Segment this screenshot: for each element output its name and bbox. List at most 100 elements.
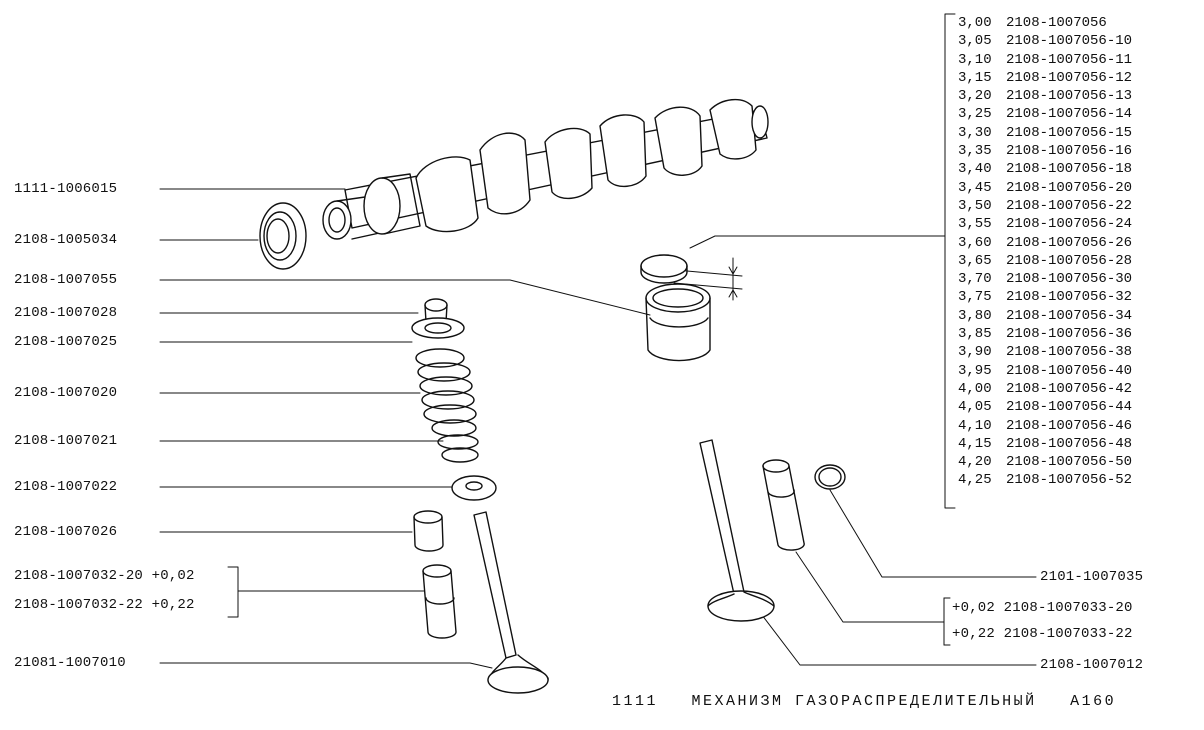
shim-thickness: 3,00 — [958, 15, 992, 31]
part-label-outer-spring: 2108-1007020 — [14, 385, 118, 401]
shim-part-number: 2108-1007056-40 — [1006, 362, 1133, 379]
shim-table-row: 3,80 2108-1007056-34 — [958, 307, 1132, 325]
shim-thickness: 3,65 — [958, 252, 992, 269]
part-label-retaining-ring: 2101-1007035 — [1040, 569, 1144, 585]
part-label-guide-oversize-2: 2108-1007032-22 +0,22 — [14, 597, 195, 613]
shim-part-number: 2108-1007056-34 — [1006, 307, 1133, 324]
shim-table-row: 3,15 2108-1007056-12 — [958, 69, 1132, 87]
shim-part-number: 2108-1007056-16 — [1006, 143, 1133, 160]
shim-table-row: 3,85 2108-1007056-36 — [958, 325, 1132, 343]
shim-thickness: 3,55 — [958, 216, 992, 233]
adjusting-shim — [640, 254, 688, 284]
retaining-ring — [814, 464, 846, 490]
shim-table-row: 3,55 2108-1007056-24 — [958, 215, 1132, 233]
shim-thickness: 4,20 — [958, 454, 992, 471]
shim-part-number: 2108-1007056-44 — [1006, 399, 1133, 416]
shim-thickness: 4,15 — [958, 435, 992, 452]
shim-thickness: 3,05 — [958, 33, 992, 50]
group-number: 1111 — [612, 693, 659, 710]
shim-thickness: 3,95 — [958, 362, 992, 379]
valve-right — [699, 439, 775, 622]
shim-part-number: 2108-1007056-24 — [1006, 216, 1133, 233]
shim-part-number: 2108-1007056-11 — [1006, 51, 1133, 68]
spring-assembly — [411, 298, 497, 501]
shim-part-number: 2108-1007056-18 — [1006, 161, 1133, 178]
shim-table-row: 3,05 2108-1007056-10 — [958, 32, 1132, 50]
shim-part-number: 2108-1007056-22 — [1006, 197, 1133, 214]
shim-thickness: 4,25 — [958, 472, 992, 489]
shim-part-number: 2108-1007056-28 — [1006, 252, 1133, 269]
shim-table-row: 3,10 2108-1007056-11 — [958, 51, 1132, 69]
shim-table-row: 4,25 2108-1007056-52 — [958, 471, 1132, 489]
oil-seal — [259, 202, 307, 270]
shim-table-row: 3,90 2108-1007056-38 — [958, 343, 1132, 361]
part-label-inner-spring: 2108-1007021 — [14, 433, 118, 449]
part-label-exhaust-valve: 2108-1007012 — [1040, 657, 1144, 673]
shim-part-number: 2108-1007056-52 — [1006, 472, 1133, 489]
shim-table-row: 3,65 2108-1007056-28 — [958, 252, 1132, 270]
valve-tappet — [645, 283, 711, 362]
shim-thickness: 3,40 — [958, 161, 992, 178]
part-label-valve-collet: 2108-1007028 — [14, 305, 118, 321]
part-label-guide-oversize-3: +0,02 2108-1007033-20 — [952, 600, 1133, 616]
shim-part-number: 2108-1007056-46 — [1006, 417, 1133, 434]
shim-part-number: 2108-1007056 — [1006, 15, 1107, 31]
shim-part-number: 2108-1007056-36 — [1006, 326, 1133, 343]
shim-thickness: 3,50 — [958, 197, 992, 214]
shim-table-row: 3,20 2108-1007056-13 — [958, 87, 1132, 105]
part-label-oil-seal: 2108-1005034 — [14, 232, 118, 248]
shim-thickness: 3,15 — [958, 69, 992, 86]
shim-thickness: 3,85 — [958, 326, 992, 343]
camshaft — [322, 99, 769, 240]
part-label-guide-oversize-1: 2108-1007032-20 +0,02 — [14, 568, 195, 584]
leader-lines — [159, 13, 1037, 669]
shim-thickness: 3,25 — [958, 106, 992, 123]
shim-part-number: 2108-1007056-13 — [1006, 88, 1133, 105]
valve-guide-left — [422, 564, 457, 639]
shim-thickness: 3,10 — [958, 51, 992, 68]
shim-thickness: 3,75 — [958, 289, 992, 306]
shim-part-number: 2108-1007056-15 — [1006, 124, 1133, 141]
shim-part-number: 2108-1007056-10 — [1006, 33, 1133, 50]
shim-thickness: 3,45 — [958, 179, 992, 196]
figure-code: A160 — [1070, 693, 1117, 710]
shim-thickness: 4,10 — [958, 417, 992, 434]
shim-thickness: 3,20 — [958, 88, 992, 105]
shim-part-number: 2108-1007056-30 — [1006, 271, 1133, 288]
shim-part-number: 2108-1007056-26 — [1006, 234, 1133, 251]
shim-part-number: 2108-1007056-50 — [1006, 454, 1133, 471]
shim-part-number: 2108-1007056-20 — [1006, 179, 1133, 196]
shim-part-number: 2108-1007056-32 — [1006, 289, 1133, 306]
shim-thickness: 3,80 — [958, 307, 992, 324]
shim-part-number: 2108-1007056-38 — [1006, 344, 1133, 361]
shim-table-row: 3,40 2108-1007056-18 — [958, 160, 1132, 178]
shim-table-row: 4,10 2108-1007056-46 — [958, 417, 1132, 435]
valve-left — [473, 511, 549, 694]
part-label-guide-oversize-4: +0,22 2108-1007033-22 — [952, 626, 1133, 642]
shim-table-row: 4,20 2108-1007056-50 — [958, 453, 1132, 471]
part-label-camshaft: 1111-1006015 — [14, 181, 118, 197]
shim-table-row: 3,00 2108-1007056 — [958, 14, 1132, 32]
shim-thickness: 3,90 — [958, 344, 992, 361]
part-label-tappet: 2108-1007055 — [14, 272, 118, 288]
part-label-stem-seal: 2108-1007026 — [14, 524, 118, 540]
part-label-intake-valve: 21081-1007010 — [14, 655, 126, 671]
shim-thickness: 3,60 — [958, 234, 992, 251]
valve-stem-seal — [413, 510, 444, 552]
shim-table-row: 3,75 2108-1007056-32 — [958, 288, 1132, 306]
page-title: МЕХАНИЗМ ГАЗОРАСПРЕДЕЛИТЕЛЬНЫЙ — [691, 693, 1037, 710]
page-footer: 1111 МЕХАНИЗМ ГАЗОРАСПРЕДЕЛИТЕЛЬНЫЙ A160 — [612, 693, 1116, 710]
shim-part-number: 2108-1007056-12 — [1006, 69, 1133, 86]
shim-table-row: 3,50 2108-1007056-22 — [958, 197, 1132, 215]
shim-thickness: 4,00 — [958, 380, 992, 397]
shim-thickness-table: 3,00 2108-1007056 3,05 2108-1007056-10 3,10 2… — [958, 14, 1132, 490]
shim-table-row: 3,95 2108-1007056-40 — [958, 362, 1132, 380]
shim-table-row: 3,45 2108-1007056-20 — [958, 179, 1132, 197]
